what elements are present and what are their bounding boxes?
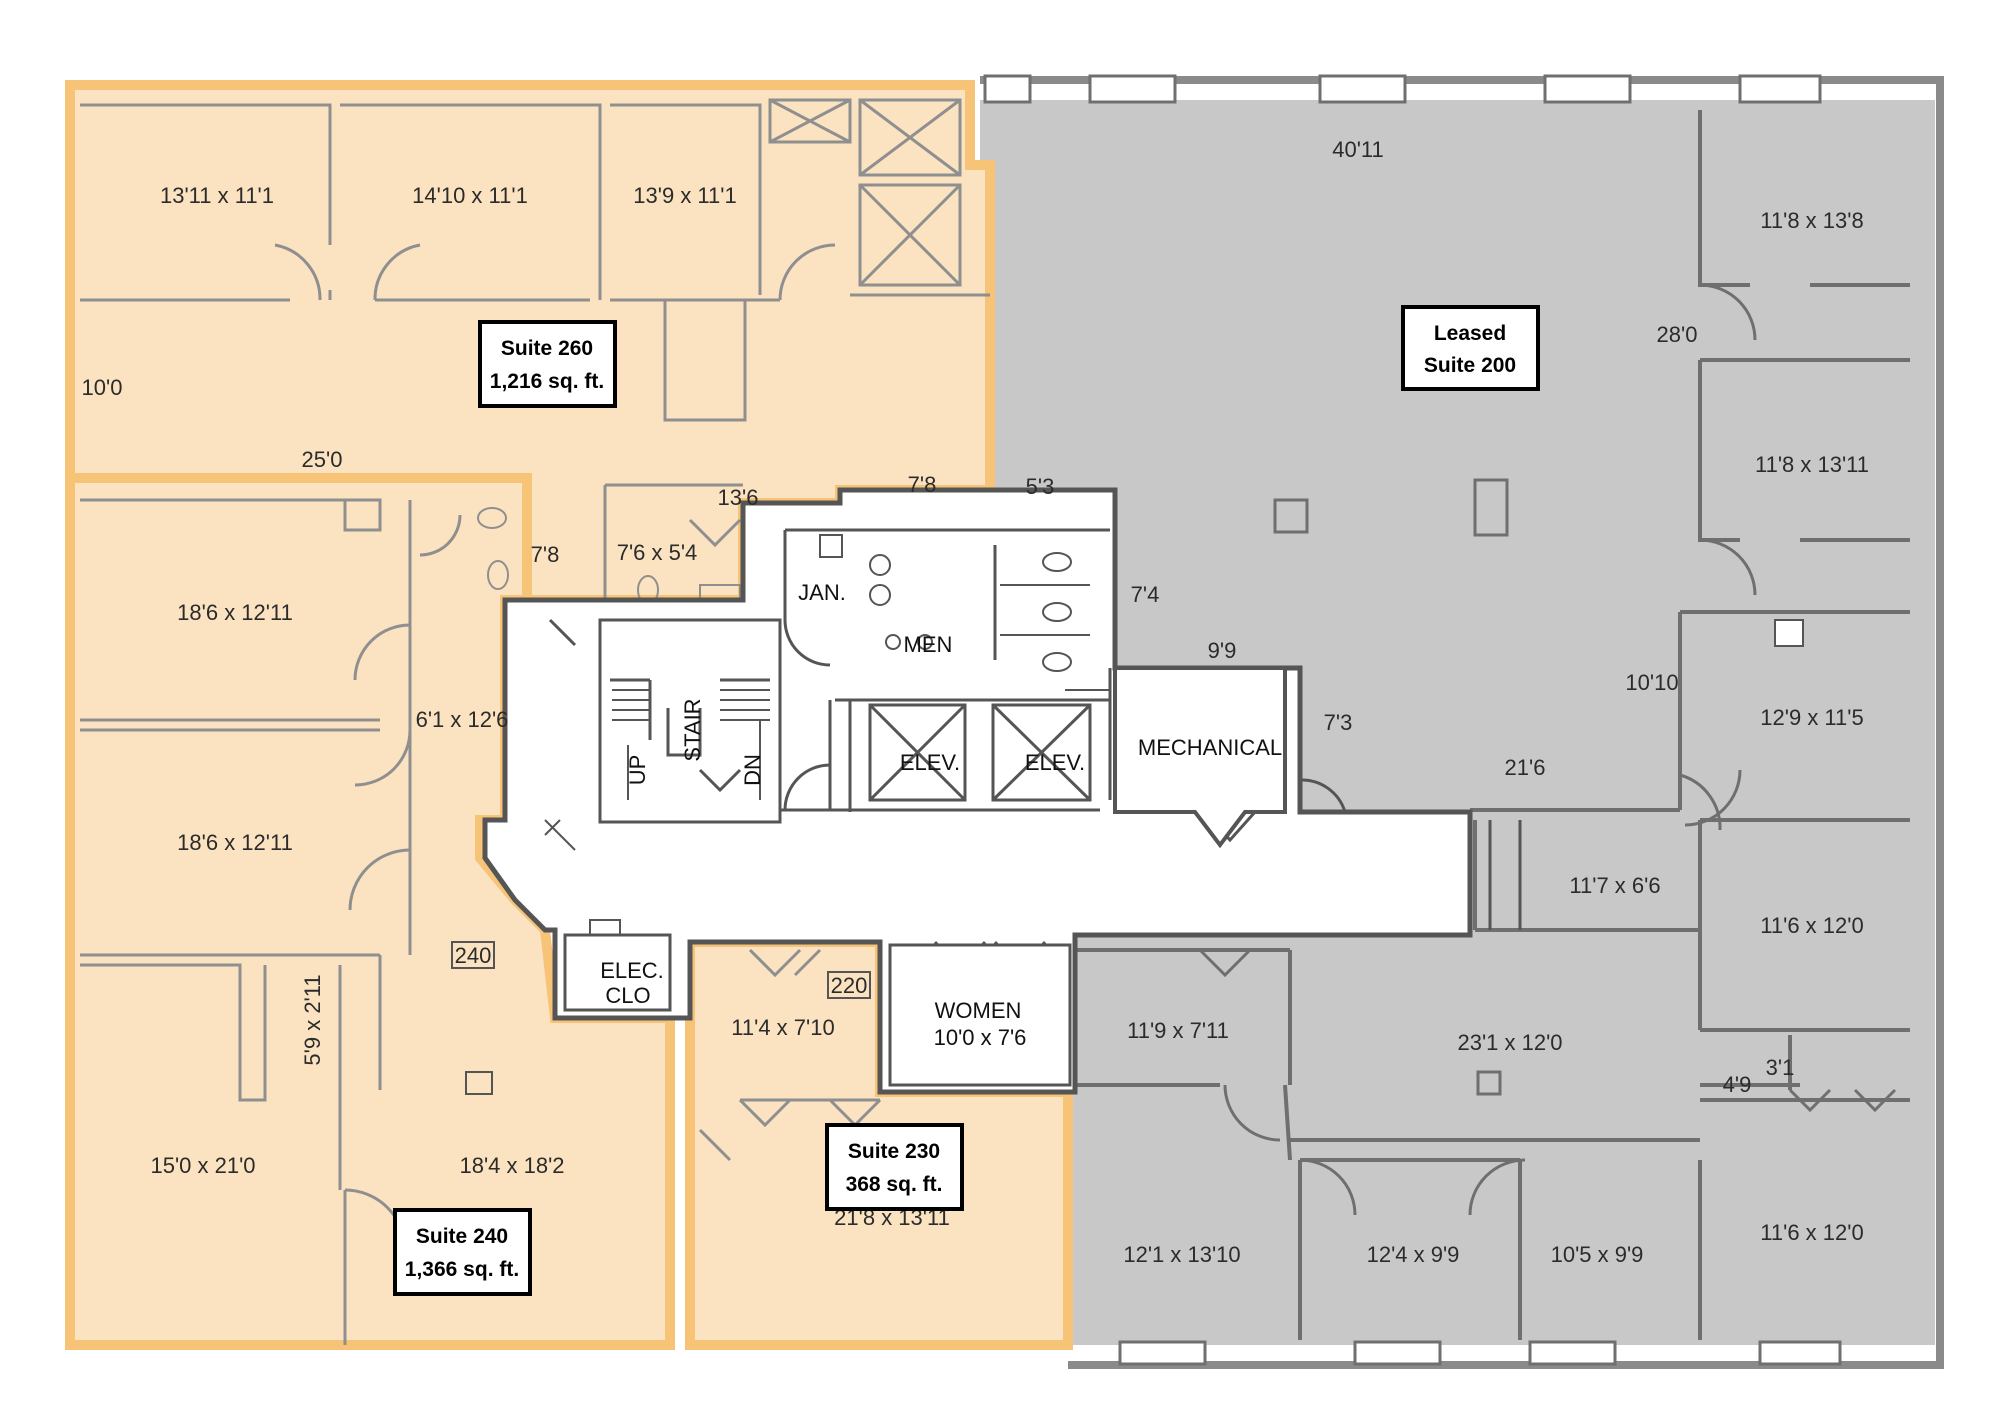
dimension-label: 25'0 bbox=[302, 447, 343, 472]
elec-label: ELEC. bbox=[600, 958, 664, 983]
room-label: 11'8 x 13'11 bbox=[1755, 452, 1869, 477]
mechanical-room bbox=[1113, 666, 1287, 849]
dimension-label: 9'9 bbox=[1208, 638, 1237, 663]
suite-260-label: Suite 260 1,216 sq. ft. bbox=[478, 320, 617, 408]
up-label: UP bbox=[625, 755, 650, 786]
suite-230-label: Suite 230 368 sq. ft. bbox=[825, 1123, 964, 1211]
jan-label: JAN. bbox=[798, 580, 846, 605]
shaft-boxes bbox=[768, 98, 962, 287]
elev-label: ELEV. bbox=[900, 750, 960, 775]
men-label: MEN bbox=[904, 632, 953, 657]
dimension-label: 7'8 bbox=[531, 542, 560, 567]
room-label: 13'9 x 11'1 bbox=[633, 183, 736, 208]
women-restroom bbox=[888, 943, 1072, 1087]
room-label: 7'6 x 5'4 bbox=[617, 540, 698, 565]
elev-label: ELEV. bbox=[1025, 750, 1085, 775]
suite-240-area: 1,366 sq. ft. bbox=[405, 1258, 519, 1281]
room-label: 6'1 x 12'6 bbox=[416, 707, 509, 732]
suite-230-title: Suite 230 bbox=[848, 1140, 940, 1163]
room-label: 11'6 x 12'0 bbox=[1760, 1220, 1863, 1245]
suite-200-label: Leased Suite 200 bbox=[1401, 305, 1540, 391]
sink-icon bbox=[1774, 619, 1804, 647]
dimension-labels: 10'0 25'0 13'6 7'8 7'8 5'3 40'11 28'0 7'… bbox=[82, 137, 1795, 1097]
suite-230-area: 368 sq. ft. bbox=[846, 1173, 943, 1196]
elevator-boxes bbox=[868, 703, 1092, 802]
core-labels: JAN. MEN STAIR UP DN ELEV. ELEV. MECHANI… bbox=[455, 580, 1282, 1050]
room-label: 11'8 x 13'8 bbox=[1760, 208, 1863, 233]
suite-260-area: 1,216 sq. ft. bbox=[490, 370, 604, 393]
room-label: 14'10 x 11'1 bbox=[412, 183, 528, 208]
dimension-label: 10'0 bbox=[82, 375, 123, 400]
dimension-label: 7'3 bbox=[1324, 710, 1353, 735]
suite-260-title: Suite 260 bbox=[501, 337, 593, 360]
room-number-tags bbox=[451, 941, 871, 999]
dimension-label: 7'8 bbox=[908, 472, 937, 497]
room-label: 18'4 x 18'2 bbox=[459, 1153, 564, 1178]
mechanical-label: MECHANICAL bbox=[1138, 735, 1282, 760]
dimension-label: 21'6 bbox=[1505, 755, 1546, 780]
dn-label: DN bbox=[740, 754, 765, 786]
room-label: 5'9 x 2'11 bbox=[300, 974, 325, 1065]
room-labels: 13'11 x 11'1 14'10 x 11'1 13'9 x 11'1 18… bbox=[150, 183, 1869, 1267]
available-walls bbox=[80, 103, 990, 1345]
room-label: 23'1 x 12'0 bbox=[1457, 1030, 1562, 1055]
room-label: 11'9 x 7'11 bbox=[1127, 1018, 1229, 1043]
room-label: 11'4 x 7'10 bbox=[731, 1015, 834, 1040]
windows-top bbox=[983, 74, 1822, 104]
dimension-label: 13'6 bbox=[718, 485, 759, 510]
room-label: 10'5 x 9'9 bbox=[1551, 1242, 1644, 1267]
elec-closet bbox=[563, 933, 672, 1012]
dimension-label: 10'10 bbox=[1625, 670, 1678, 695]
women-label: WOMEN bbox=[935, 998, 1022, 1023]
dimension-label: 4'9 bbox=[1723, 1072, 1752, 1097]
suite-240-label: Suite 240 1,366 sq. ft. bbox=[393, 1208, 532, 1296]
dimension-label: 7'4 bbox=[1131, 582, 1160, 607]
suite-240-title: Suite 240 bbox=[416, 1225, 508, 1248]
room-label: 12'9 x 11'5 bbox=[1760, 705, 1863, 730]
clo-label: CLO bbox=[605, 983, 650, 1008]
room-label: 18'6 x 12'11 bbox=[177, 600, 293, 625]
room-label: 12'1 x 13'10 bbox=[1123, 1242, 1240, 1267]
dimension-label: 3'1 bbox=[1766, 1055, 1795, 1080]
dimension-label: 40'11 bbox=[1332, 137, 1384, 162]
room-label: 15'0 x 21'0 bbox=[150, 1153, 255, 1178]
leased-door-arcs bbox=[1198, 283, 1897, 1216]
dimension-label: 5'3 bbox=[1026, 474, 1055, 499]
building-outline bbox=[980, 76, 1944, 1369]
room-label: 12'4 x 9'9 bbox=[1367, 1242, 1460, 1267]
stair-label: STAIR bbox=[680, 698, 705, 761]
suite-200-title: Leased bbox=[1434, 322, 1506, 345]
women-dim-label: 10'0 x 7'6 bbox=[934, 1025, 1027, 1050]
stair-treads bbox=[612, 689, 770, 800]
room-number-240: 240 bbox=[455, 943, 492, 968]
room-number-220: 220 bbox=[831, 973, 868, 998]
room-label: 11'6 x 12'0 bbox=[1760, 913, 1863, 938]
column-square-suite240 bbox=[465, 1071, 493, 1095]
suite-200-area: Suite 200 bbox=[1424, 354, 1516, 377]
room-label: 11'7 x 6'6 bbox=[1569, 873, 1660, 898]
windows-bottom bbox=[1118, 1340, 1842, 1366]
core-area bbox=[482, 487, 1473, 1095]
room-label: 18'6 x 12'11 bbox=[177, 830, 293, 855]
room-label: 13'11 x 11'1 bbox=[160, 183, 274, 208]
dimension-label: 28'0 bbox=[1657, 322, 1698, 347]
